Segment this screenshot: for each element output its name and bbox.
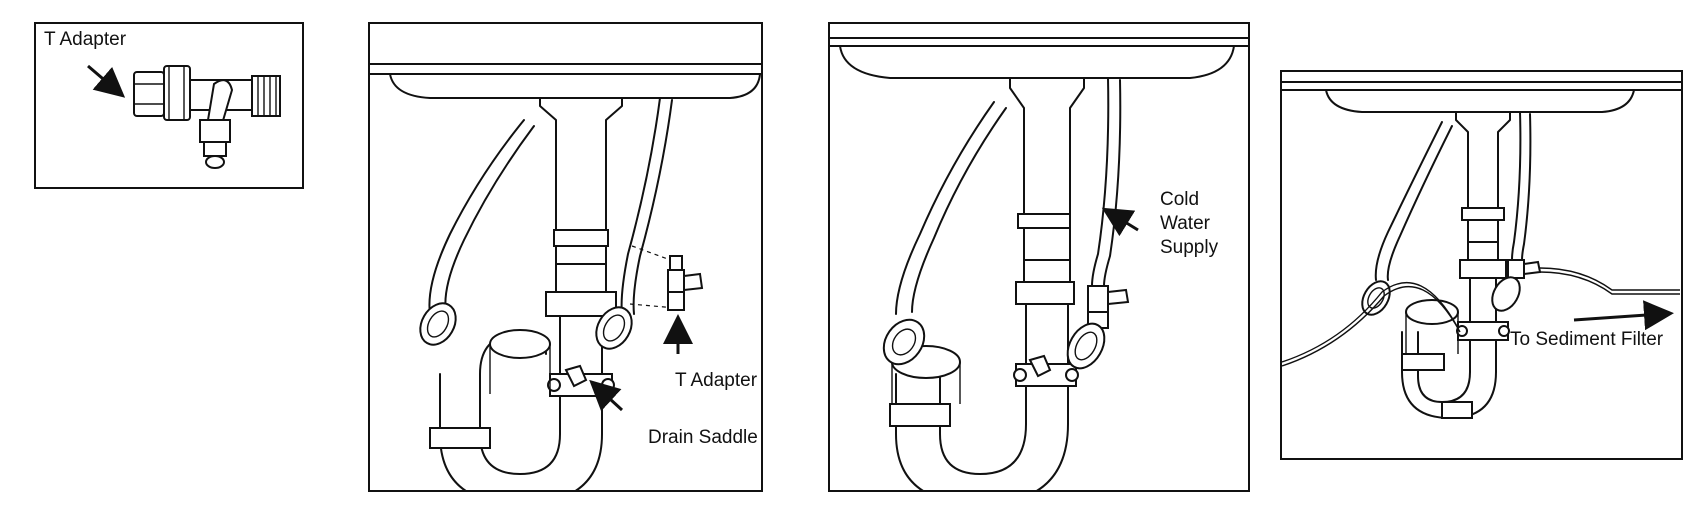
to-sediment-filter-label: To Sediment Filter	[1510, 329, 1664, 350]
install-drawing-1	[370, 63, 761, 490]
t-adapter-label: T Adapter	[44, 29, 127, 50]
panel-cold-water-supply: Cold Water Supply	[828, 22, 1250, 492]
to-filter-arrow	[1573, 300, 1674, 331]
t-adapter-closeup-drawing	[87, 64, 281, 169]
panel-to-sediment-filter: To Sediment Filter	[1280, 70, 1683, 460]
pointer-arrow	[87, 64, 126, 98]
cold-water-line-2: Water	[1160, 213, 1210, 234]
panel-t-adapter-closeup: T Adapter	[34, 22, 304, 189]
install-drawing-2	[830, 37, 1248, 490]
cold-water-arrow	[1101, 207, 1139, 237]
panel-install-adapter-saddle: T Adapter Drain Saddle	[368, 22, 763, 492]
install-drawing-3	[1282, 81, 1681, 419]
cold-water-line-1: Cold	[1160, 189, 1200, 210]
cold-water-supply-label: Cold Water Supply	[1160, 188, 1218, 260]
drain-saddle-arrow	[589, 379, 624, 412]
t-adapter-callout: T Adapter	[675, 370, 758, 391]
drain-saddle-callout: Drain Saddle	[648, 427, 758, 448]
cold-water-line-3: Supply	[1160, 237, 1219, 258]
